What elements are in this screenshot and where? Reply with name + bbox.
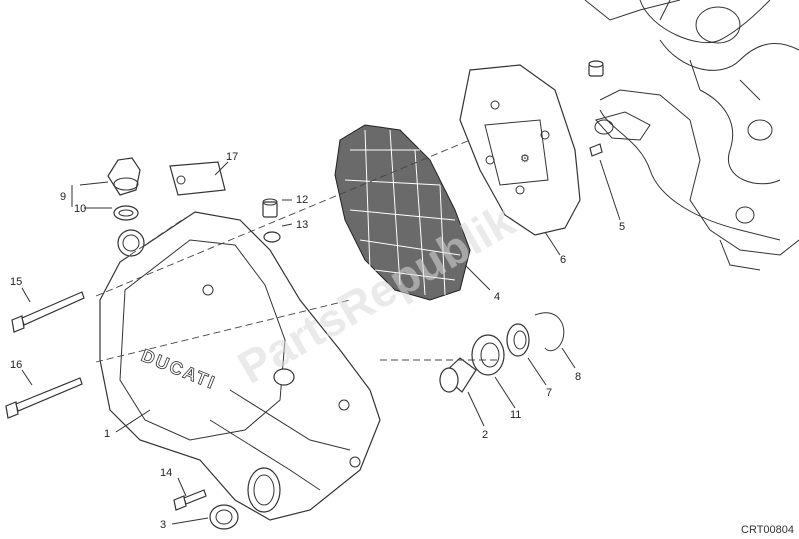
assembly-lines xyxy=(95,139,500,363)
callout-11: 11 xyxy=(510,409,521,421)
bearing xyxy=(471,334,505,376)
callout-2: 2 xyxy=(482,429,488,441)
oil-filler-cap xyxy=(107,157,141,196)
callout-13: 13 xyxy=(296,219,308,231)
thrust-ring xyxy=(506,323,530,357)
callout-16: 16 xyxy=(10,359,22,371)
leader-lines xyxy=(21,159,621,525)
oil-plug xyxy=(262,198,278,218)
clutch-cover-inner xyxy=(334,124,471,301)
oil-seal xyxy=(209,504,239,530)
cover-screw-long-1 xyxy=(11,291,85,333)
clutch-cover: DUCATI xyxy=(99,211,381,521)
gasket-screw xyxy=(589,143,603,157)
callout-5: 5 xyxy=(619,221,625,233)
plug-o-ring xyxy=(263,231,281,243)
callout-8: 8 xyxy=(575,371,581,383)
clutch-gasket: ⚙ xyxy=(459,64,581,236)
gear-symbol-icon: ⚙ xyxy=(520,153,530,165)
cover-screw-long-2 xyxy=(5,377,83,419)
callout-9: 9 xyxy=(60,191,66,203)
dowel-pin xyxy=(588,60,604,77)
callout-10: 10 xyxy=(74,203,86,215)
reference-code: CRT00804 xyxy=(741,524,794,536)
crankcase-outline xyxy=(584,0,799,271)
circlip xyxy=(534,312,565,352)
label-sticker xyxy=(169,161,226,196)
callout-14: 14 xyxy=(160,467,172,479)
callout-1: 1 xyxy=(104,428,110,440)
callout-17: 17 xyxy=(226,151,238,163)
cover-screw-short xyxy=(173,489,207,511)
callout-7: 7 xyxy=(546,387,552,399)
bushing xyxy=(439,357,477,393)
callout-6: 6 xyxy=(560,254,566,266)
filler-cap-seal xyxy=(113,205,139,221)
callout-12: 12 xyxy=(296,194,308,206)
callout-15: 15 xyxy=(10,276,22,288)
callout-4: 4 xyxy=(494,291,500,303)
callout-3: 3 xyxy=(160,519,166,531)
